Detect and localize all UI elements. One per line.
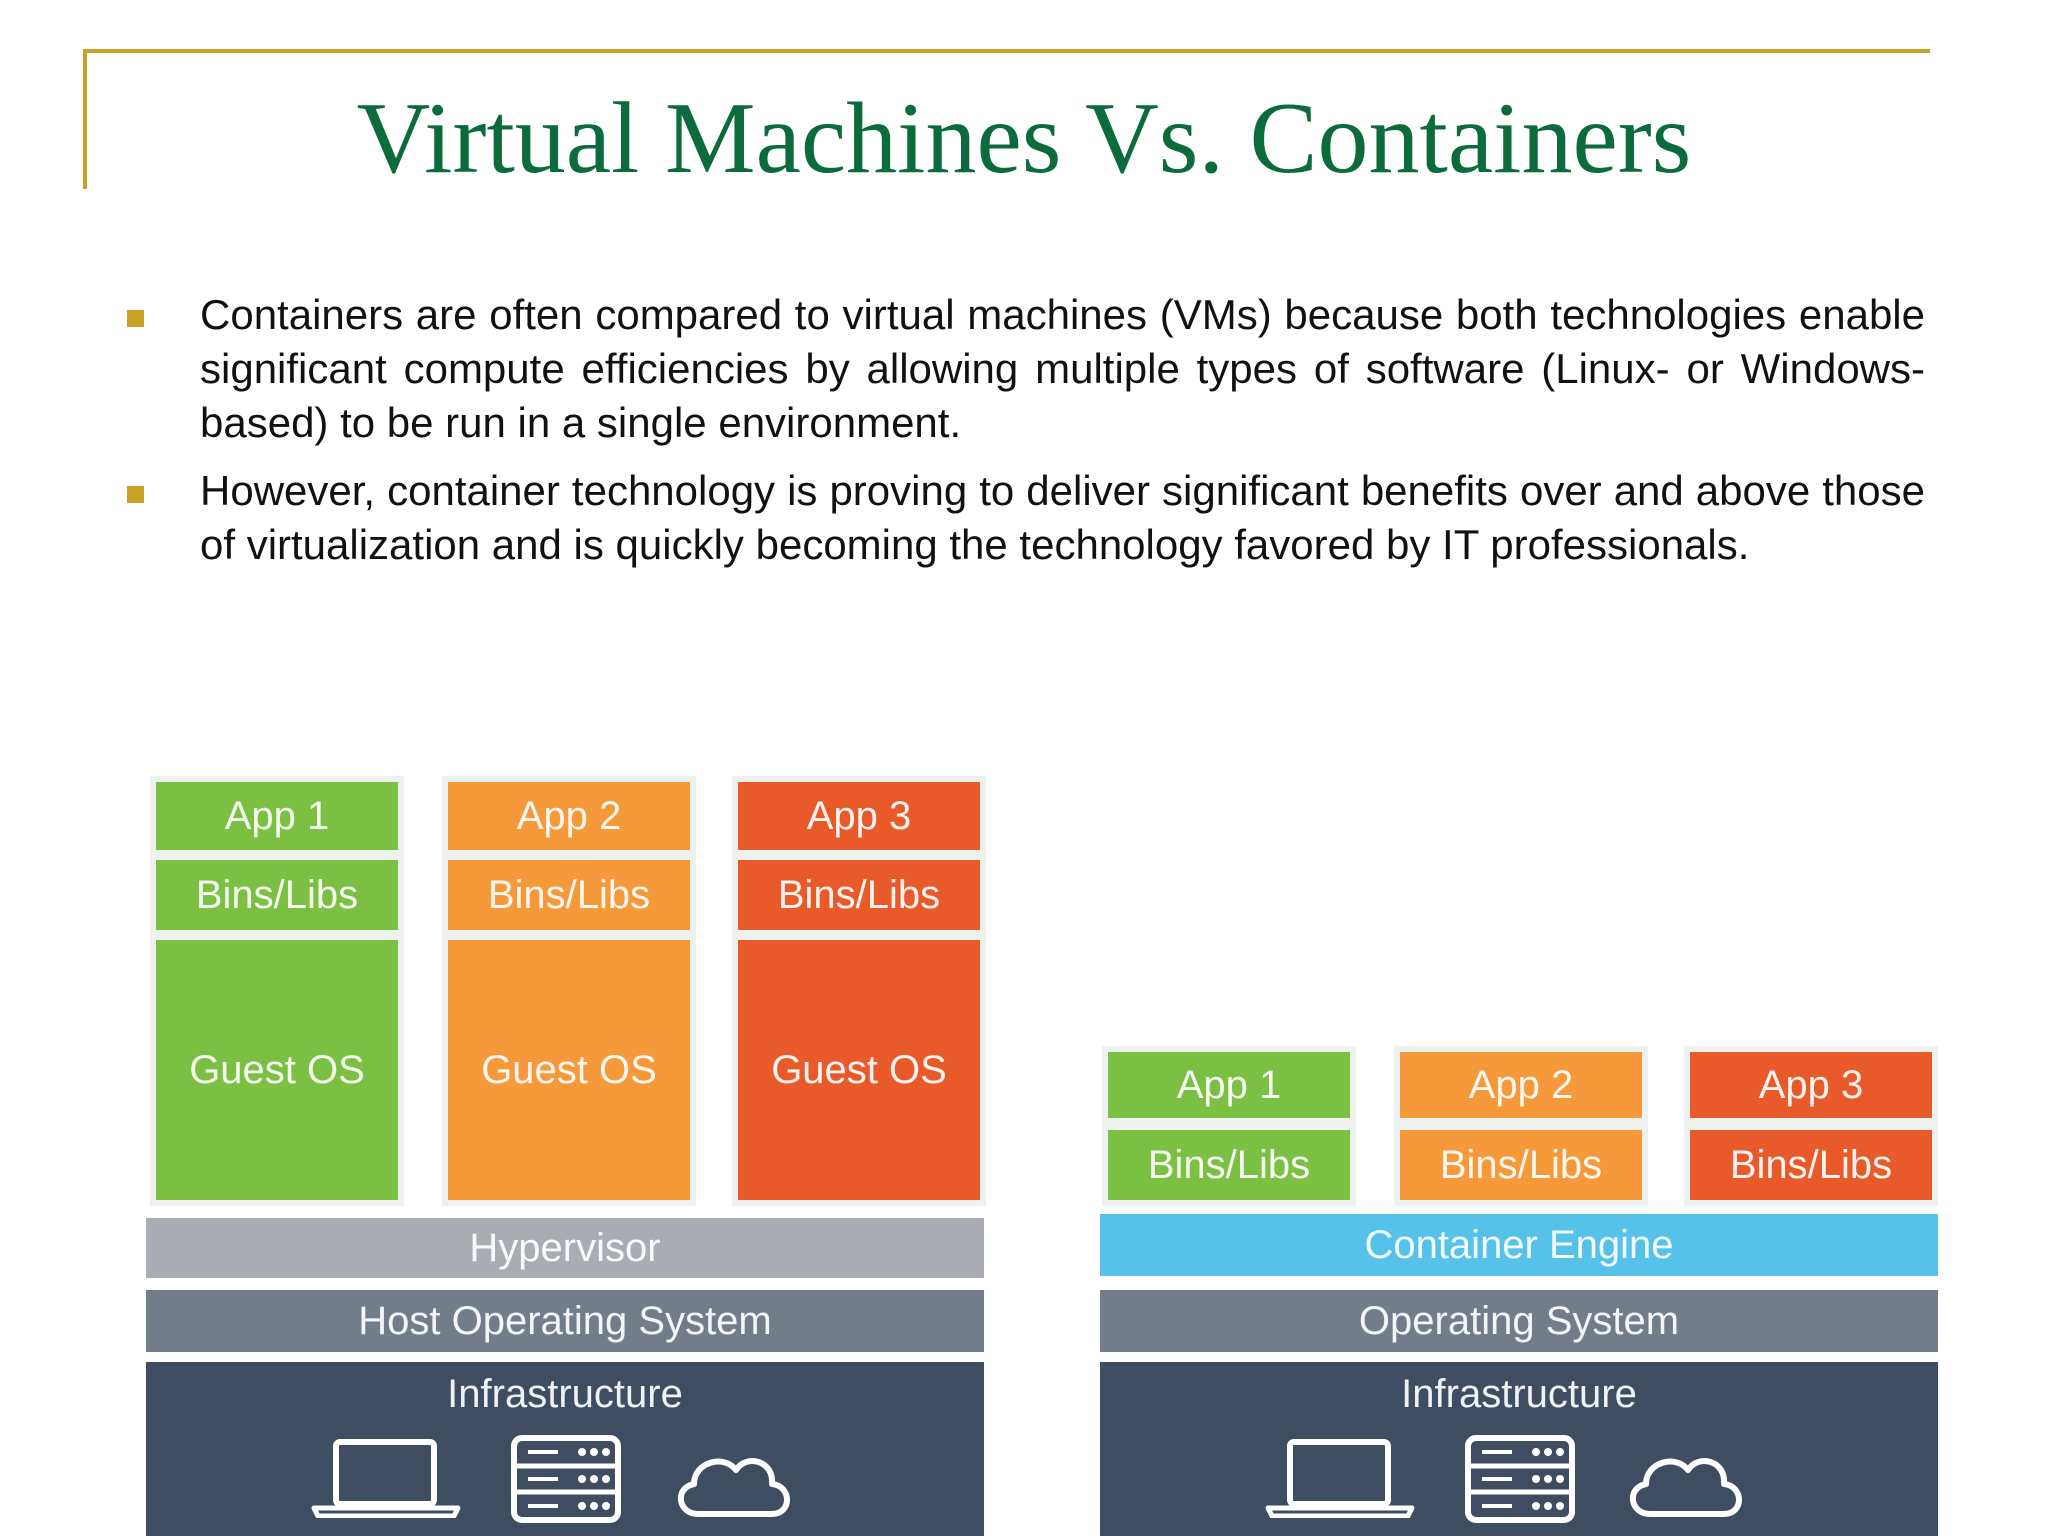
host-os-layer: Host Operating System — [146, 1290, 984, 1352]
bullet-text: Containers are often compared to virtual… — [200, 291, 1925, 446]
vm-app-1: App 1 — [156, 782, 398, 850]
infrastructure-layer: Infrastructure — [146, 1362, 984, 1536]
vm-libs-3: Bins/Libs — [738, 860, 980, 930]
vm-libs-2: Bins/Libs — [448, 860, 690, 930]
vm-app-3: App 3 — [738, 782, 980, 850]
infrastructure-label: Infrastructure — [447, 1372, 683, 1416]
bullet-marker — [127, 310, 144, 327]
bullet-item: Containers are often compared to virtual… — [120, 288, 1925, 450]
bullet-item: However, container technology is proving… — [120, 464, 1925, 572]
hypervisor-layer: Hypervisor — [146, 1218, 984, 1278]
server-icon — [1465, 1435, 1575, 1523]
container-app-2: App 2 — [1400, 1052, 1642, 1118]
vm-guest-os-3: Guest OS — [738, 940, 980, 1200]
vm-libs-1: Bins/Libs — [156, 860, 398, 930]
cloud-icon — [677, 1458, 790, 1517]
bullet-text: However, container technology is proving… — [200, 467, 1925, 568]
laptop-icon — [311, 1439, 461, 1518]
cloud-icon — [1629, 1458, 1742, 1517]
bullet-list: Containers are often compared to virtual… — [120, 288, 1925, 586]
container-app-3: App 3 — [1690, 1052, 1932, 1118]
server-icon — [511, 1435, 621, 1523]
infrastructure-label: Infrastructure — [1401, 1372, 1637, 1416]
container-engine-layer: Container Engine — [1100, 1214, 1938, 1276]
container-libs-2: Bins/Libs — [1400, 1130, 1642, 1200]
vm-guest-os-1: Guest OS — [156, 940, 398, 1200]
container-libs-3: Bins/Libs — [1690, 1130, 1932, 1200]
container-app-1: App 1 — [1108, 1052, 1350, 1118]
infrastructure-layer: Infrastructure — [1100, 1362, 1938, 1536]
title-rule-left — [83, 49, 87, 189]
laptop-icon — [1265, 1439, 1415, 1518]
operating-system-layer: Operating System — [1100, 1290, 1938, 1352]
vm-guest-os-2: Guest OS — [448, 940, 690, 1200]
bullet-marker — [127, 486, 144, 503]
title-rule-top — [83, 49, 1930, 53]
container-libs-1: Bins/Libs — [1108, 1130, 1350, 1200]
page-title: Virtual Machines Vs. Containers — [356, 82, 1692, 195]
vm-app-2: App 2 — [448, 782, 690, 850]
